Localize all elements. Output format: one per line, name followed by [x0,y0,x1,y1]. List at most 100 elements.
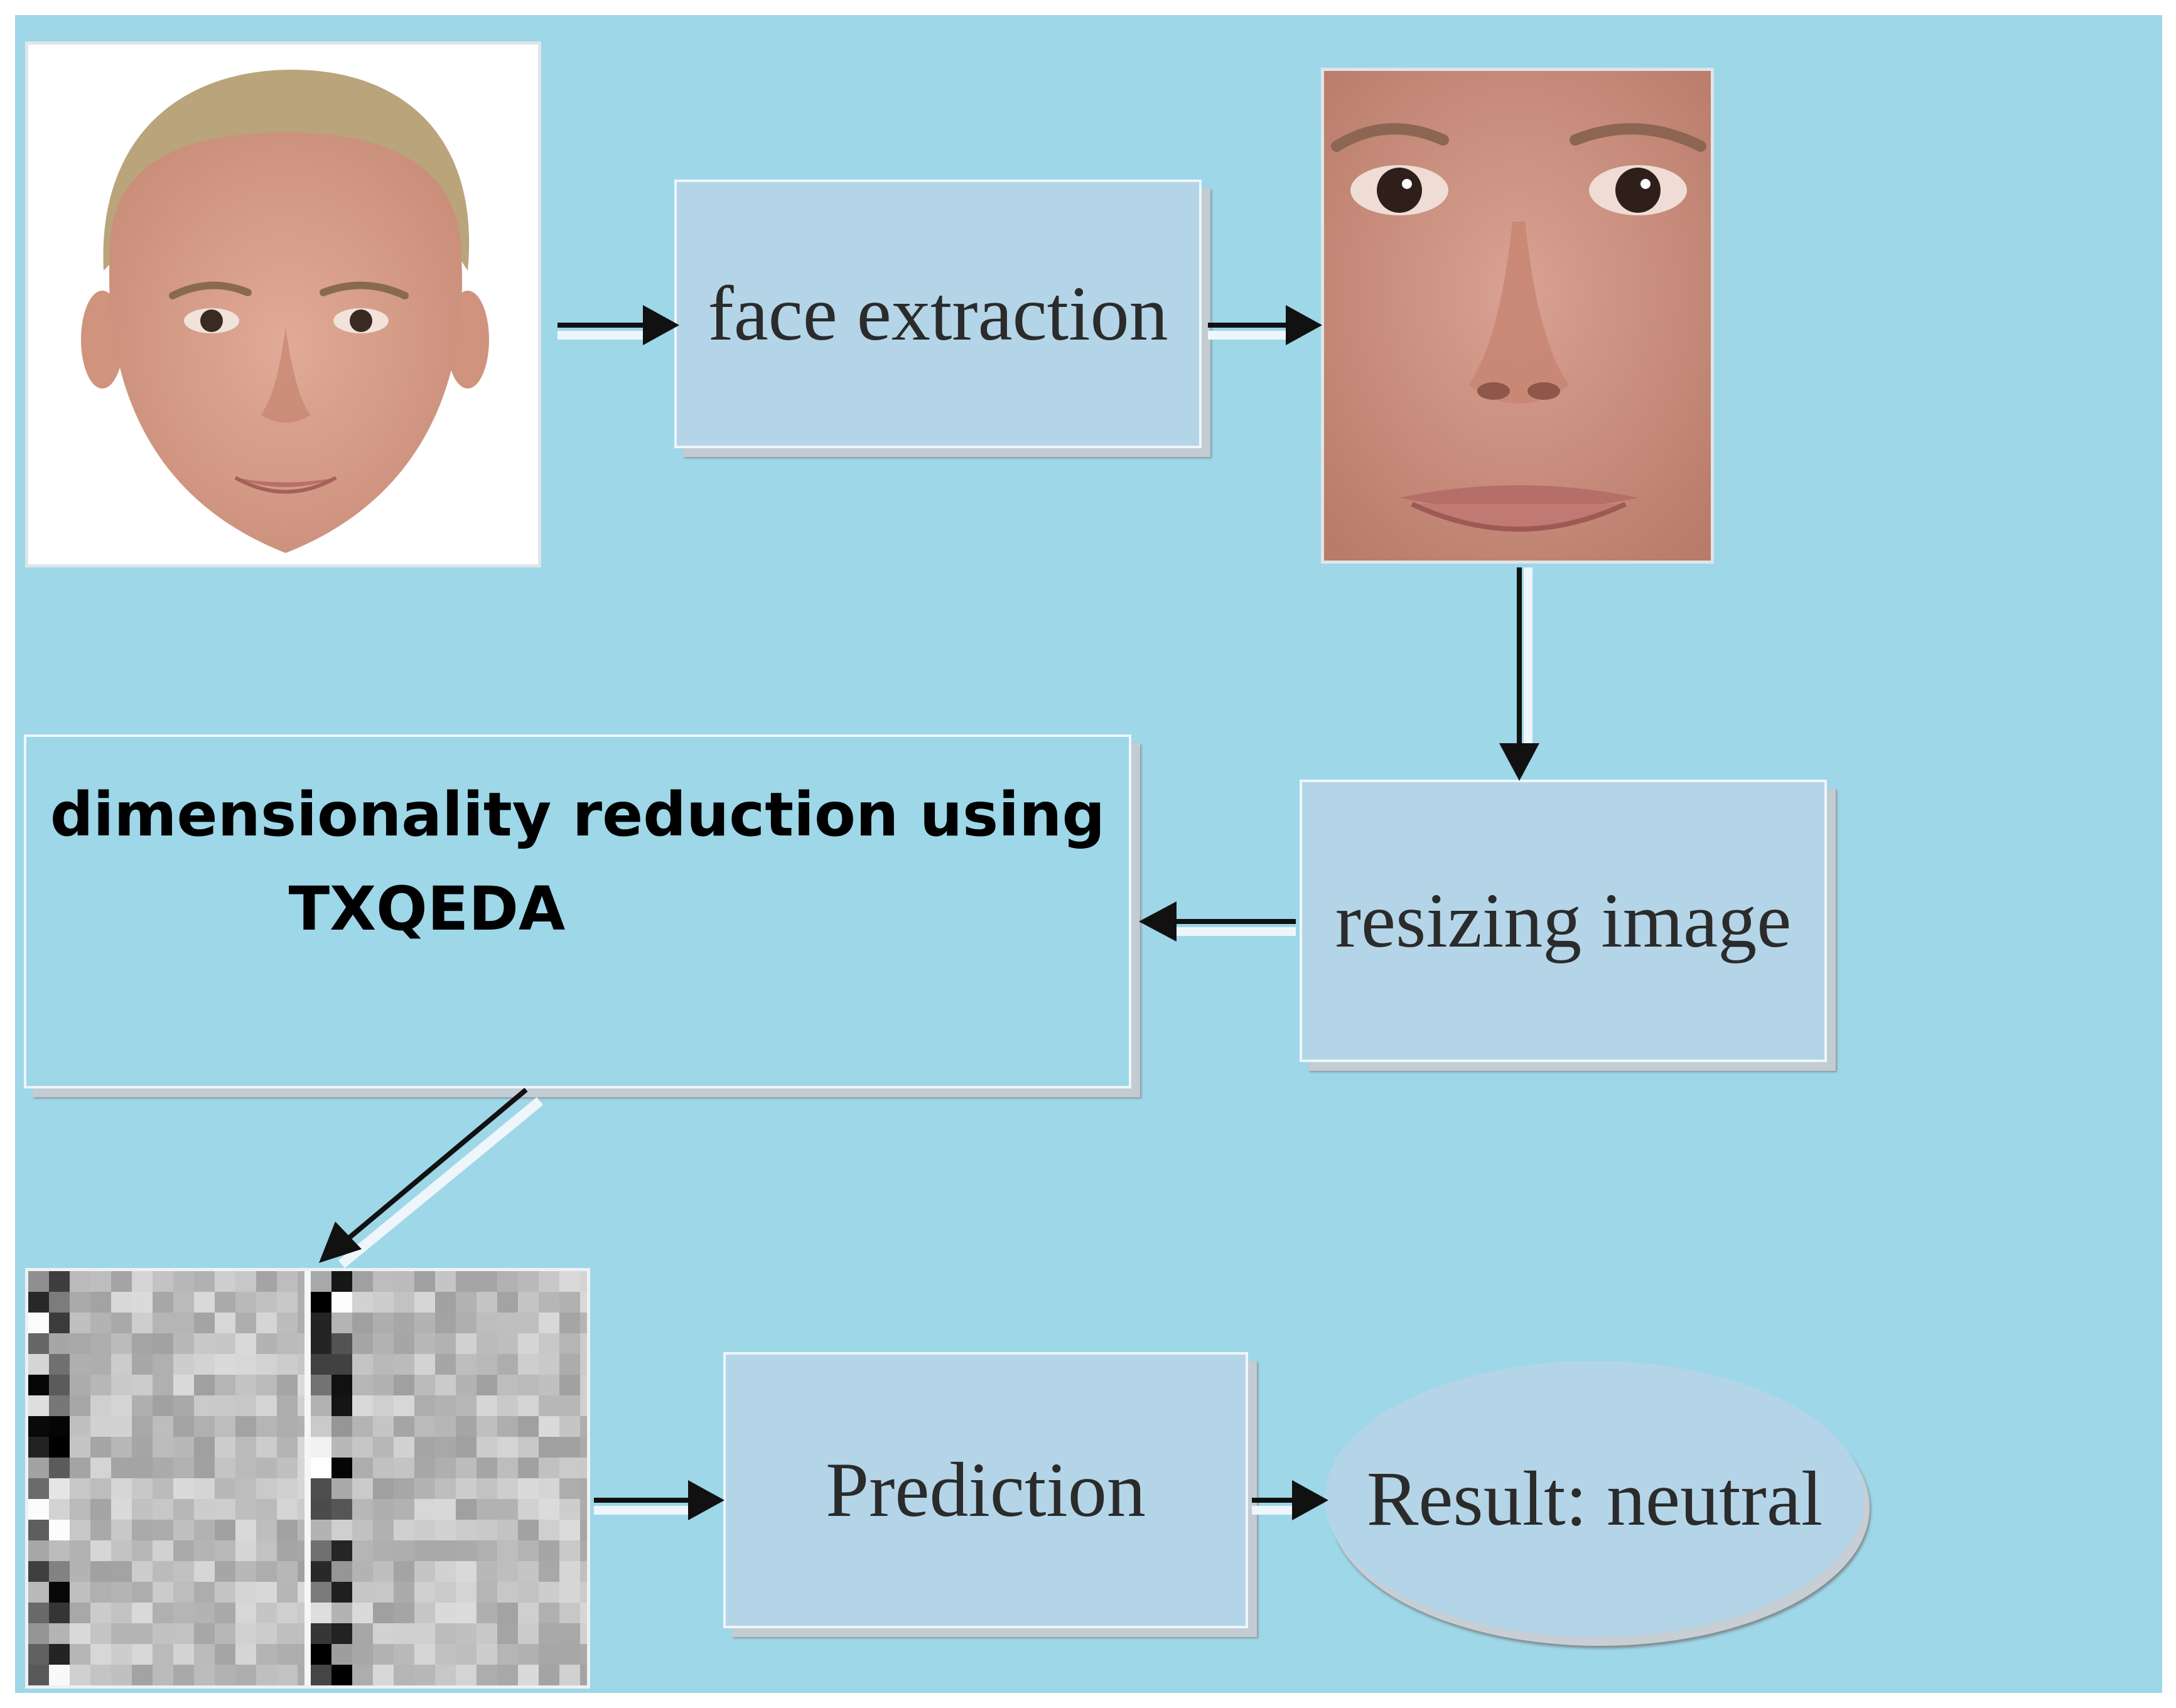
feature-map-cell [435,1520,456,1540]
feature-map-cell [235,1665,256,1685]
feature-map-cell [539,1458,559,1478]
feature-map-cell [28,1582,49,1603]
feature-map-cell [352,1603,373,1623]
feature-map-cell [456,1561,477,1582]
feature-map-cell [49,1623,70,1644]
feature-map-cell [153,1603,173,1623]
feature-map-cell [256,1540,277,1561]
feature-map-cell [394,1478,414,1499]
feature-map-cell [435,1333,456,1354]
feature-map-cell [70,1520,90,1540]
feature-map-cell [456,1540,477,1561]
feature-map-cell [311,1582,331,1603]
feature-map-cell [477,1603,497,1623]
feature-map-cell [311,1375,331,1395]
feature-map-cell [414,1313,435,1333]
feature-map-cell [90,1665,111,1685]
feature-map-cell [373,1437,394,1458]
feature-map-cell [215,1395,235,1416]
feature-map-cell [70,1395,90,1416]
feature-map-cell [173,1375,194,1395]
feature-map-cell [173,1458,194,1478]
feature-map-cell [477,1540,497,1561]
feature-map-cell [277,1333,298,1354]
feature-map-cell [70,1603,90,1623]
feature-map-cell [331,1665,352,1685]
feature-map-cell [518,1395,539,1416]
arrow-to-prediction [594,1480,724,1520]
arrow-to-feature-maps [319,1087,544,1269]
feature-map-cell [414,1292,435,1313]
feature-map-cell [539,1416,559,1437]
feature-map-cell [477,1582,497,1603]
feature-map-cell [539,1644,559,1665]
feature-map-cell [90,1354,111,1375]
feature-map-cell [153,1437,173,1458]
feature-map-cell [559,1665,580,1685]
feature-map-cell [331,1437,352,1458]
feature-map-cell [352,1437,373,1458]
feature-map-cell [559,1499,580,1520]
feature-map-cell [215,1416,235,1437]
dimensionality-reduction-label: dimensionality reduction using [50,780,1106,850]
cropped-face-illustration [1324,71,1711,561]
feature-map-cell [352,1499,373,1520]
arrow-to-face-extraction [557,305,679,345]
feature-map-cell [518,1354,539,1375]
feature-map-cell [132,1271,153,1292]
feature-map-cell [90,1333,111,1354]
feature-map-cell [235,1292,256,1313]
feature-map-cell [394,1644,414,1665]
feature-map-cell [435,1395,456,1416]
feature-map-cell [331,1540,352,1561]
resizing-image-label: resizing image [1335,878,1792,964]
feature-map-cell [256,1333,277,1354]
feature-map-cell [497,1540,518,1561]
feature-map-cell [194,1499,215,1520]
feature-map-cell [194,1313,215,1333]
feature-map-cell [70,1416,90,1437]
feature-map-cell [331,1313,352,1333]
feature-map-cell [298,1520,304,1540]
feature-map-cell [173,1561,194,1582]
feature-map-cell [580,1292,587,1313]
feature-map-cell [28,1375,49,1395]
feature-map-cell [518,1333,539,1354]
feature-map-cell [194,1458,215,1478]
feature-map-cell [435,1478,456,1499]
feature-map-cell [256,1520,277,1540]
feature-map-cell [435,1540,456,1561]
feature-map-cell [373,1623,394,1644]
feature-map-cell [70,1499,90,1520]
feature-map-cell [90,1437,111,1458]
feature-map-cell [132,1478,153,1499]
feature-map-cell [559,1437,580,1458]
feature-map-cell [173,1499,194,1520]
feature-map-cell [539,1603,559,1623]
feature-map-cell [153,1333,173,1354]
feature-map-cell [414,1354,435,1375]
feature-map-cell [394,1395,414,1416]
feature-map-cell [49,1644,70,1665]
feature-map-cell [256,1354,277,1375]
feature-map-cell [70,1437,90,1458]
feature-map-cell [111,1540,132,1561]
feature-map-cell [194,1416,215,1437]
feature-map-cell [298,1561,304,1582]
feature-map-cell [373,1375,394,1395]
feature-map-cell [456,1582,477,1603]
feature-map-cell [580,1458,587,1478]
feature-map-cell [49,1458,70,1478]
feature-map-cell [277,1603,298,1623]
feature-map-cell [456,1416,477,1437]
feature-map-cell [235,1499,256,1520]
feature-map-cell [194,1644,215,1665]
feature-map-cell [352,1561,373,1582]
feature-map-cell [539,1333,559,1354]
feature-map-cell [518,1623,539,1644]
feature-map-cell [311,1499,331,1520]
feature-map-cell [539,1582,559,1603]
feature-map-cell [352,1416,373,1437]
feature-map-cell [435,1665,456,1685]
feature-map-cell [28,1271,49,1292]
